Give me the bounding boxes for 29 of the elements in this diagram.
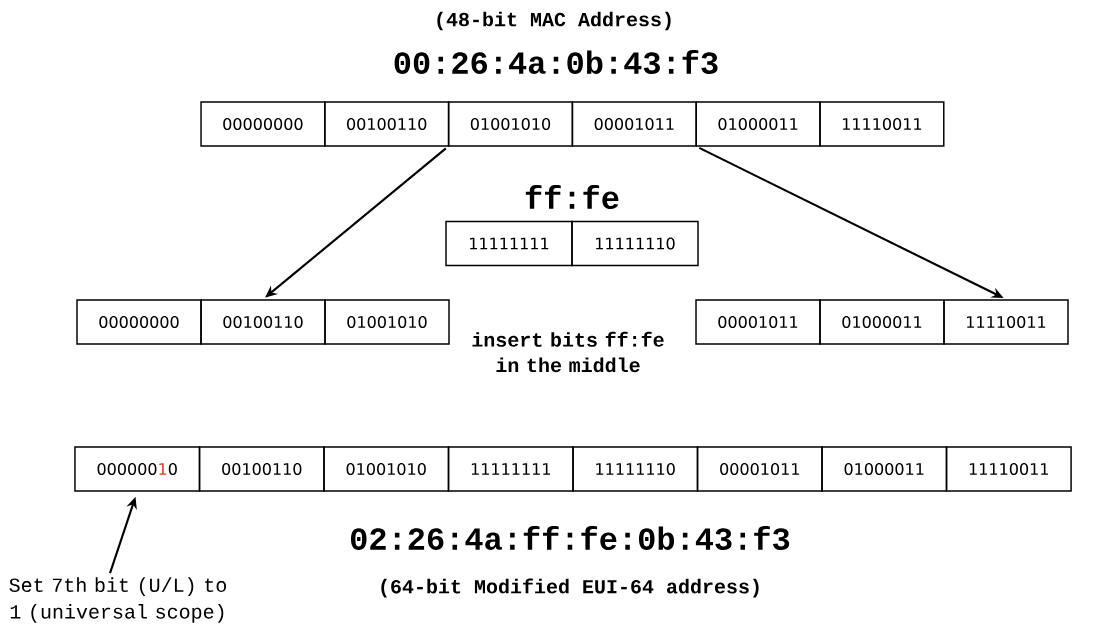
bit-cell: 00100110 [324,101,450,147]
bit-cell: 11111110 [572,446,699,492]
bit-cell: 01000011 [821,446,948,492]
bit-cell: 01001010 [323,446,450,492]
address-text: 02:26:4a:ff:fe:0b:43:f3 [351,526,790,550]
bit-cell: 00001011 [571,101,697,147]
bit-cell: 01001010 [447,101,574,147]
bit-cell: 00100110 [198,446,325,492]
bit-cell: 11110011 [943,299,1069,345]
note-text: Set 7th bit (U/L) to 1 (universal scope) [9,577,227,623]
bit-cell: 00001011 [695,299,821,345]
bit-cell: 00000000 [76,299,202,345]
bit-cell: 00001011 [696,446,823,492]
address-text: 00:26:4a:0b:43:f3 [394,50,718,74]
bit-cell: 00000000 [200,101,326,147]
note-text: insert bits ff:fe in the middle [472,331,664,373]
bit-cell: 01000011 [695,101,821,147]
bit-cell: 11111111 [445,220,573,267]
address-text: ff:fe [525,185,619,209]
bit-cell: 000000 10 [74,446,201,492]
bit-cell: 11111110 [571,220,699,267]
bit-cell: 11111111 [447,446,574,492]
bit-cell: 11110011 [819,101,945,147]
bit-cell: 00100110 [200,299,326,345]
bit-cell: 01000011 [819,299,945,345]
bit-cell: 01001010 [324,299,450,345]
bit-cell: 11110011 [945,446,1072,492]
caption-text: (64-bit Modified EUI-64 address) [381,578,759,598]
caption-text: (48-bit MAC Address) [437,11,671,31]
